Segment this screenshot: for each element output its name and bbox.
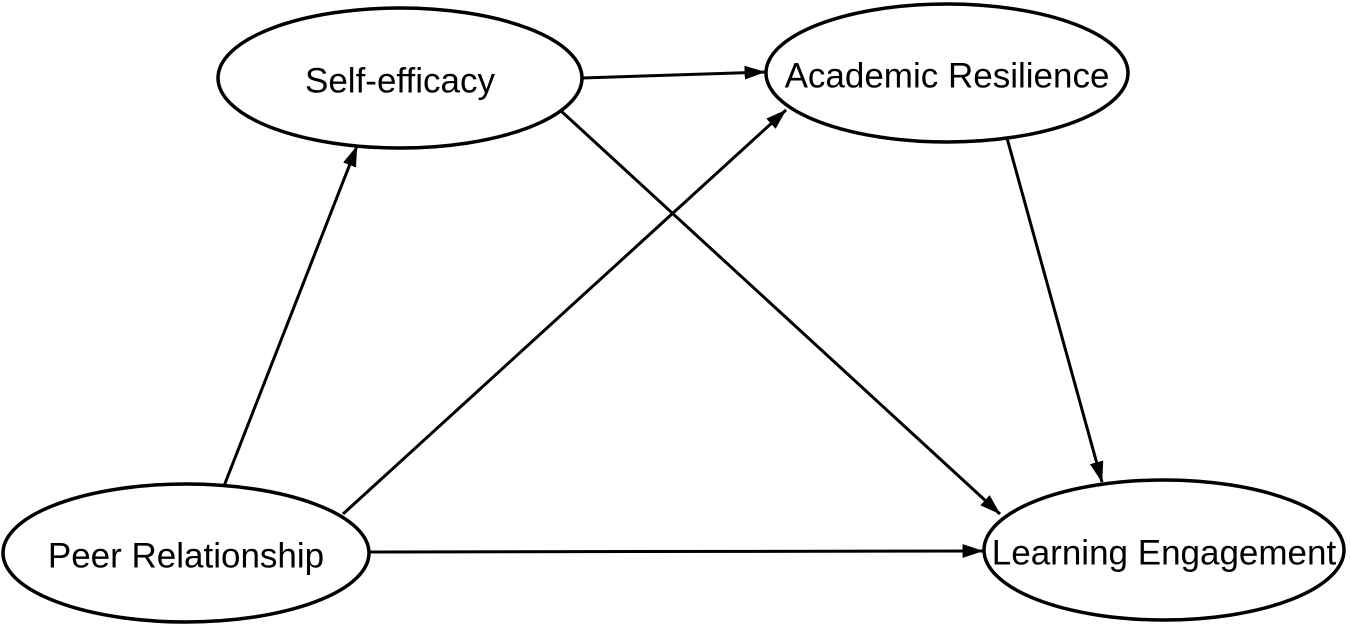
edge-self-efficacy-to-academic-resilience — [581, 65, 766, 80]
node-ellipse-learning-engagement — [982, 478, 1346, 622]
node-self-efficacy: Self-efficacy — [216, 6, 584, 150]
node-label-academic-resilience: Academic Resilience — [785, 57, 1110, 96]
edges-layer — [222, 65, 1104, 558]
node-ellipse-peer-relationship — [1, 482, 371, 624]
node-learning-engagement: Learning Engagement — [982, 478, 1346, 622]
node-academic-resilience: Academic Resilience — [764, 2, 1130, 144]
node-peer-relationship: Peer Relationship — [1, 482, 371, 624]
edge-academic-resilience-to-learning-engagement — [1005, 137, 1104, 483]
node-ellipse-self-efficacy — [216, 6, 584, 150]
node-ellipse-academic-resilience — [764, 2, 1130, 144]
edge-peer-relationship-to-self-efficacy — [222, 145, 359, 487]
node-label-peer-relationship: Peer Relationship — [48, 537, 324, 576]
node-label-self-efficacy: Self-efficacy — [305, 62, 495, 101]
edge-peer-relationship-to-academic-resilience — [341, 108, 788, 516]
edge-self-efficacy-to-learning-engagement — [558, 108, 1002, 516]
node-label-learning-engagement: Learning Engagement — [992, 534, 1337, 573]
edge-peer-relationship-to-learning-engagement — [363, 544, 984, 558]
